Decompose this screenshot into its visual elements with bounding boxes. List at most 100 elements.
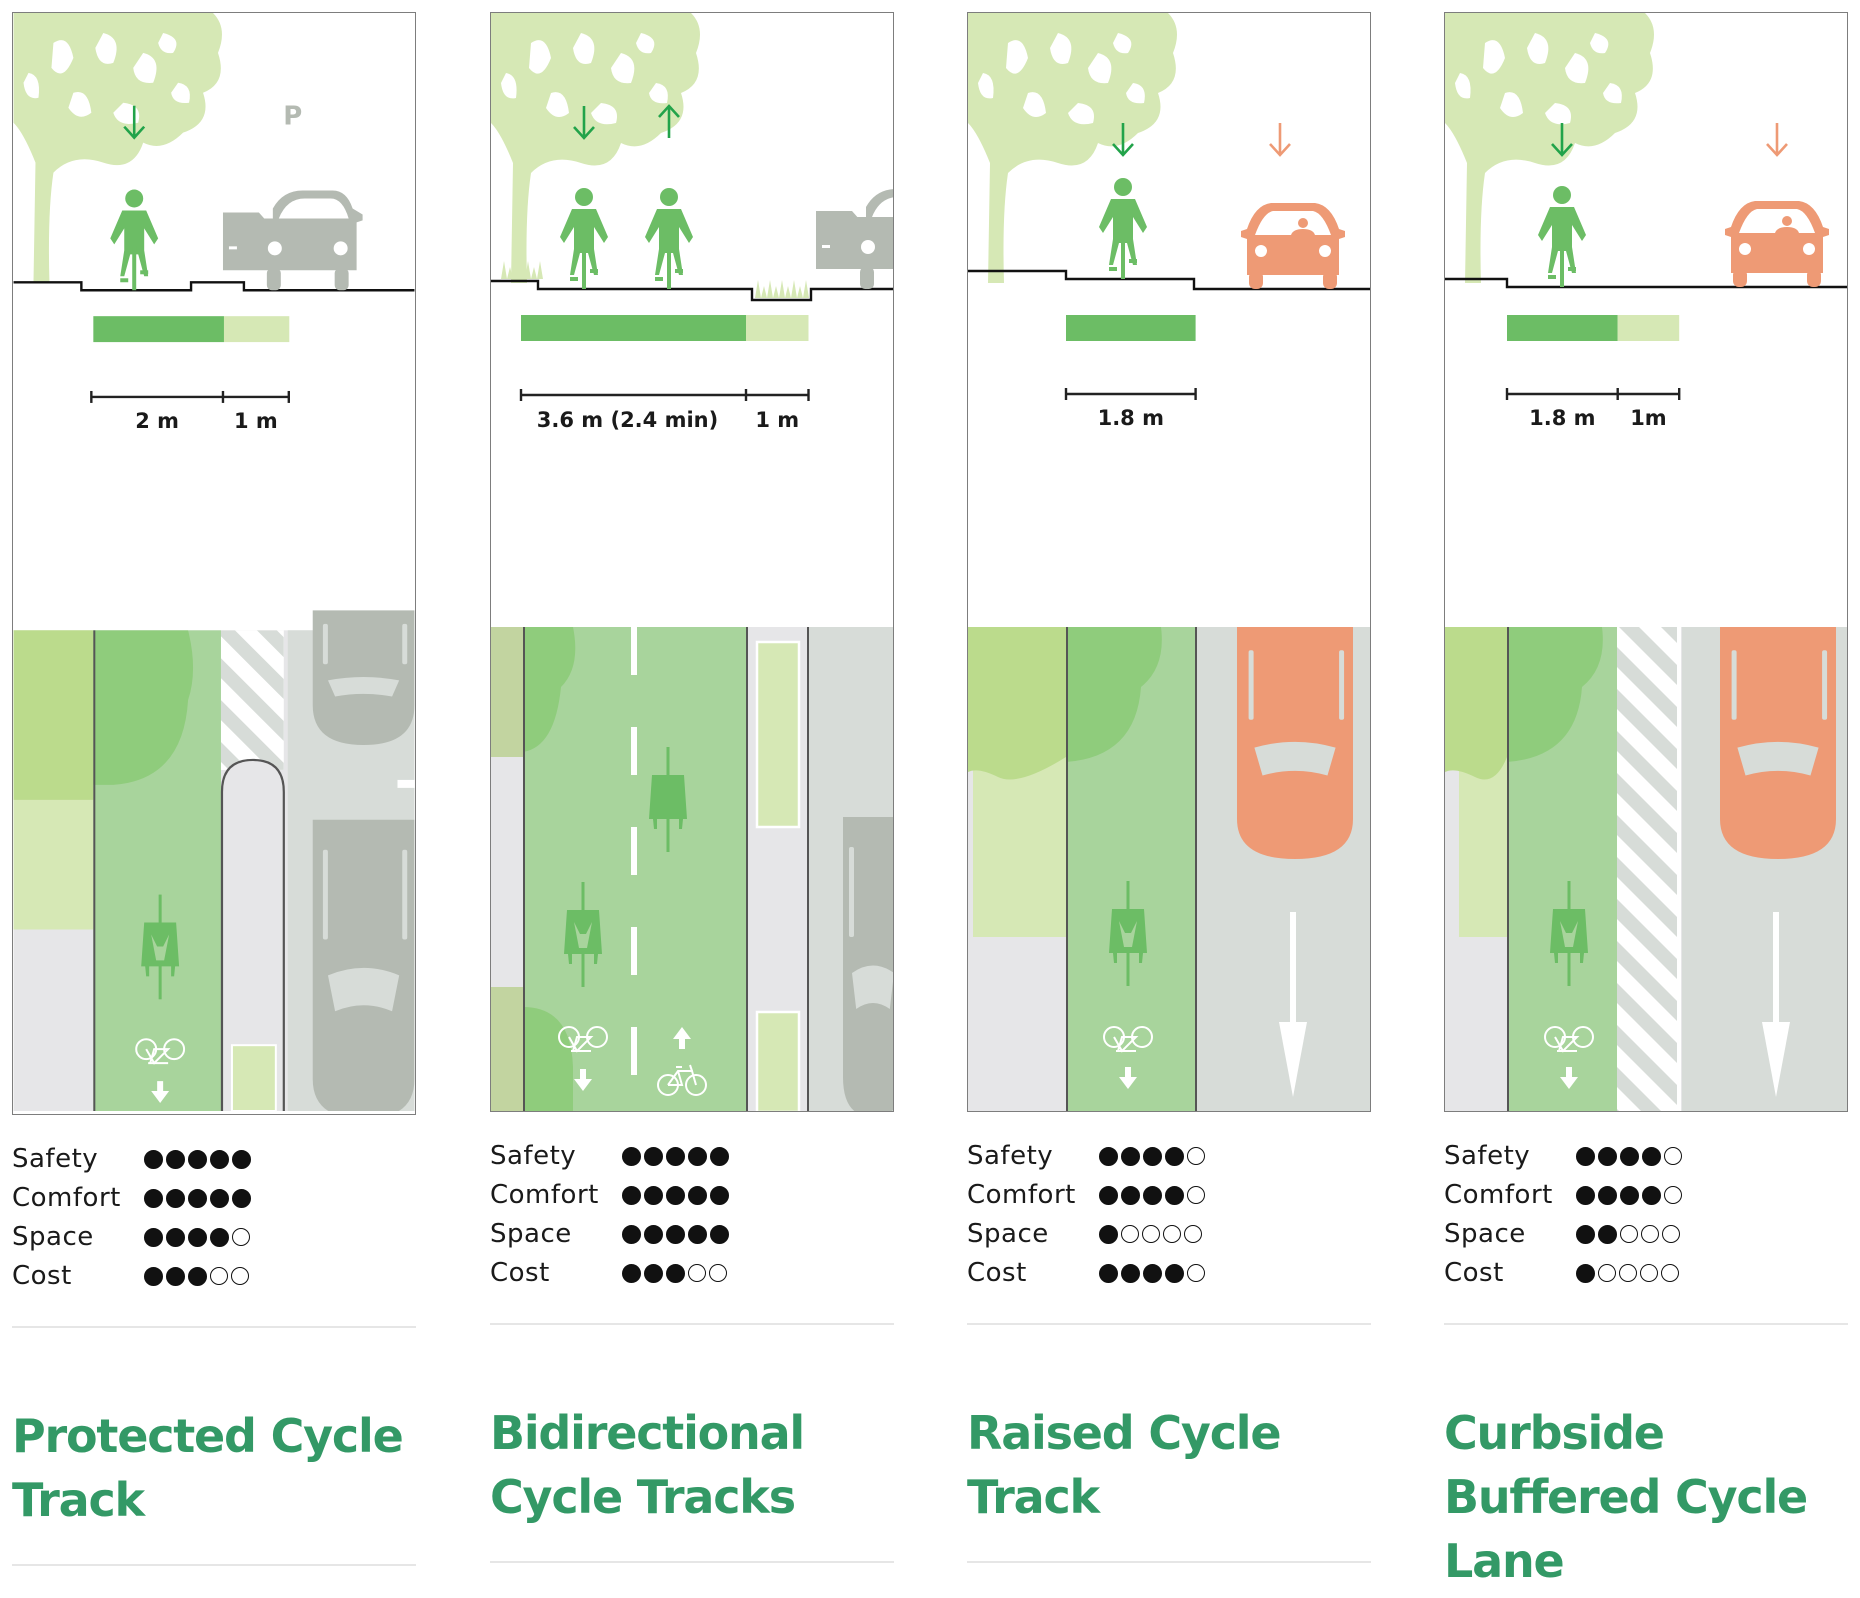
planter [755, 640, 801, 829]
tree-canopy [13, 630, 94, 800]
rating-row-cost: Cost [12, 1259, 249, 1293]
tree-icon [1445, 13, 1654, 283]
lane-arrow-down-icon [574, 1069, 592, 1091]
rating-dot-filled [210, 1149, 229, 1169]
rating-label: Safety [490, 1141, 577, 1171]
tree-icon [13, 13, 222, 283]
rating-dot-filled [188, 1266, 207, 1286]
rating-dot-filled [644, 1146, 663, 1166]
cycle-width-segment [1066, 315, 1196, 341]
rating-dots [622, 1263, 727, 1283]
rating-dots [1099, 1224, 1202, 1244]
lane-arrow-down-icon [1560, 1067, 1578, 1089]
rating-dot-empty [1640, 1263, 1658, 1282]
rating-row-safety: Safety [12, 1142, 251, 1176]
width-bar [93, 316, 290, 343]
rating-dot-empty [688, 1263, 706, 1282]
title-line: Track [12, 1473, 145, 1527]
rating-dot-filled [622, 1185, 641, 1205]
rating-dot-empty [1184, 1224, 1202, 1243]
raised-curb-buffer [220, 758, 285, 1111]
rating-dot-empty [1187, 1185, 1205, 1204]
rating-dot-empty [1121, 1224, 1139, 1243]
divider [967, 1561, 1371, 1563]
rating-label: Safety [12, 1144, 99, 1174]
rating-dot-filled [688, 1224, 707, 1244]
centre-dash [631, 1027, 637, 1075]
rating-dot-empty [1598, 1263, 1616, 1282]
rating-dot-filled [666, 1263, 685, 1283]
rating-dot-filled [1576, 1146, 1595, 1166]
bike-stencil-icon [657, 1064, 707, 1096]
rating-dot-filled [1143, 1263, 1162, 1283]
ground-profile [13, 281, 415, 292]
travel-lane-arrow-icon [1762, 912, 1790, 1097]
title-line: Buffered Cycle [1444, 1470, 1808, 1524]
parked-car-top-icon [312, 610, 415, 745]
rating-row-space: Space [967, 1217, 1202, 1251]
cycle-width-segment [93, 316, 224, 343]
travel-lane-arrow-icon [1279, 912, 1307, 1097]
tree-canopy [491, 627, 523, 757]
rating-dot-filled [232, 1188, 251, 1208]
rating-dot-filled [166, 1188, 185, 1208]
diagram-svg: 3.6 m (2.4 min)1 m [491, 13, 893, 1111]
rating-dot-filled [144, 1227, 163, 1247]
rating-dot-filled [1576, 1224, 1595, 1244]
rating-dot-filled [1598, 1224, 1617, 1244]
rating-dot-filled [188, 1188, 207, 1208]
rating-dots [144, 1149, 251, 1169]
rating-dots [144, 1227, 250, 1247]
tree-icon [968, 13, 1177, 283]
bike-stencil-icon [1103, 1026, 1153, 1053]
cyclist-icon [1538, 186, 1586, 287]
centre-dash [631, 727, 637, 775]
rating-row-safety: Safety [490, 1139, 729, 1173]
moving-car-top-icon [1237, 627, 1353, 859]
rating-dot-empty [210, 1266, 228, 1285]
rating-dot-filled [644, 1185, 663, 1205]
rating-label: Comfort [1444, 1180, 1553, 1210]
rating-dot-filled [644, 1224, 663, 1244]
width-bar [1507, 315, 1680, 341]
parked-car-top-icon [312, 819, 415, 1111]
rating-dot-filled [688, 1146, 707, 1166]
rating-dot-filled [1165, 1185, 1184, 1205]
cycle-width-segment [521, 315, 746, 341]
rating-dot-empty [1664, 1185, 1682, 1204]
tree-canopy [1507, 627, 1603, 762]
lane-arrow-down-icon [151, 1081, 170, 1104]
rating-dot-filled [188, 1149, 207, 1169]
rating-label: Cost [967, 1258, 1027, 1288]
rating-dot-filled [188, 1227, 207, 1247]
arrow-down-icon [1551, 123, 1573, 157]
arrow-down-icon [1112, 123, 1134, 157]
rating-label: Cost [490, 1258, 550, 1288]
rating-dot-filled [1099, 1146, 1118, 1166]
rating-dot-filled [166, 1149, 185, 1169]
rating-dot-filled [622, 1224, 641, 1244]
rating-dot-filled [144, 1266, 163, 1286]
rating-dot-filled [210, 1227, 229, 1247]
title-line: Curbside [1444, 1406, 1665, 1460]
rating-dot-empty [1187, 1263, 1205, 1282]
divider [1444, 1323, 1848, 1325]
rating-label: Safety [1444, 1141, 1531, 1171]
title-line: Bidirectional [490, 1406, 805, 1460]
divider [490, 1561, 894, 1563]
rating-dots [144, 1188, 251, 1208]
rating-dot-filled [1620, 1185, 1639, 1205]
rating-label: Comfort [12, 1183, 121, 1213]
rating-dot-filled [1099, 1224, 1118, 1244]
rating-dot-filled [1165, 1146, 1184, 1166]
rating-row-comfort: Comfort [12, 1181, 251, 1215]
rating-row-comfort: Comfort [490, 1178, 729, 1212]
rating-dot-filled [1121, 1185, 1140, 1205]
moving-car-top-icon [1720, 627, 1836, 859]
dimension-label: 2 m [135, 409, 179, 433]
